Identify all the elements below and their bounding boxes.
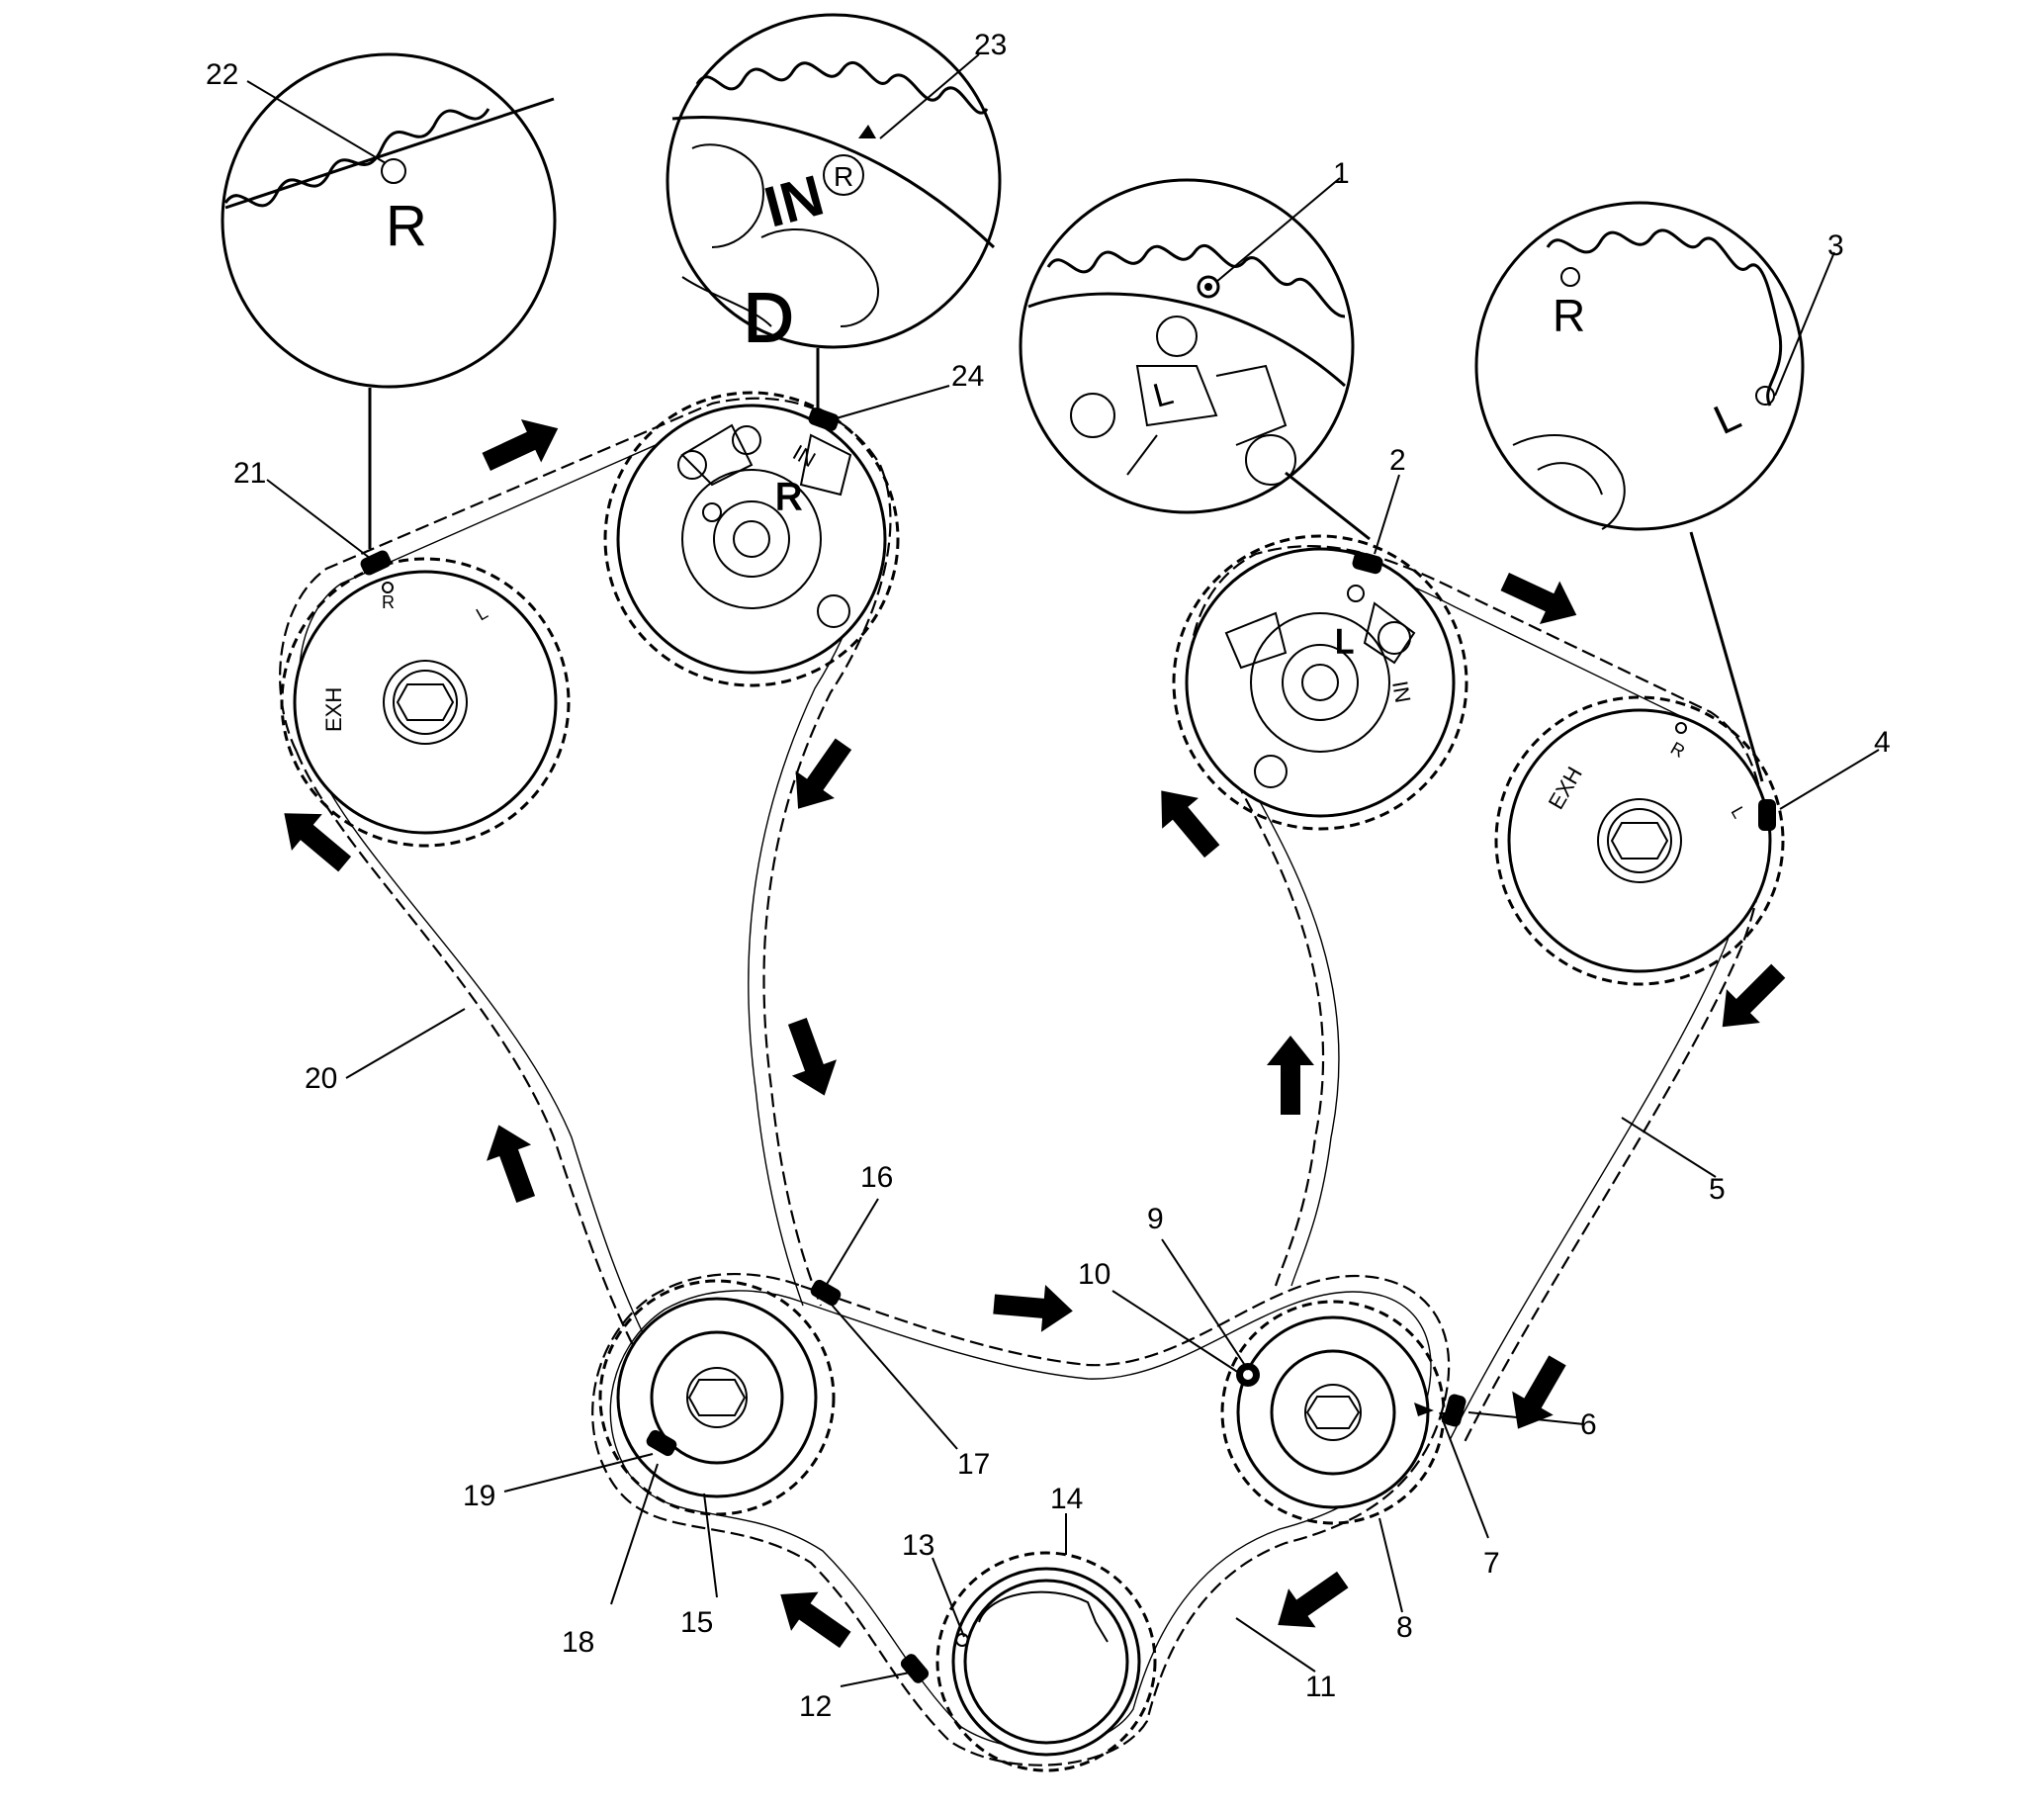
crankshaft-sprocket xyxy=(935,1551,1157,1772)
callout-4: 4 xyxy=(1874,726,1891,759)
left-exhaust-exh-label: EXH xyxy=(321,687,346,732)
callout-23: 23 xyxy=(974,29,1007,61)
arrow-icon xyxy=(487,1125,536,1204)
callout-16: 16 xyxy=(860,1161,893,1194)
callout-7: 7 xyxy=(1483,1547,1500,1580)
detail23-r-mark: R xyxy=(834,161,853,192)
arrow-icon xyxy=(284,813,352,872)
callout-20: 20 xyxy=(305,1062,337,1095)
arrow-icon xyxy=(1722,963,1786,1028)
colored-link-markers xyxy=(360,407,1776,1683)
left-intake-cam-actuator: R IN xyxy=(603,391,900,687)
callout-9: 9 xyxy=(1147,1203,1164,1235)
leader-lines xyxy=(246,53,1880,1687)
detail-23: R IN D xyxy=(666,13,1002,410)
right-exhaust-cam-sprocket: EXH R L xyxy=(1494,695,1785,986)
primary-chain xyxy=(591,1272,1451,1766)
arrow-icon xyxy=(993,1284,1073,1332)
arrow-icon xyxy=(787,1017,837,1096)
callout-2: 2 xyxy=(1389,444,1406,477)
callout-labels: 22 23 1 3 24 21 2 4 20 5 16 9 10 6 17 19… xyxy=(206,29,1891,1723)
chain-tensioner-marker xyxy=(1236,1363,1434,1416)
callout-8: 8 xyxy=(1396,1611,1413,1644)
callout-24: 24 xyxy=(951,360,984,393)
arrow-icon xyxy=(1500,573,1577,624)
callout-18: 18 xyxy=(562,1626,594,1659)
arrow-icon xyxy=(1512,1355,1566,1429)
callout-11: 11 xyxy=(1305,1671,1336,1703)
detail22-r-mark: R xyxy=(386,194,427,258)
callout-13: 13 xyxy=(902,1529,934,1562)
callout-5: 5 xyxy=(1709,1173,1726,1206)
arrow-icon xyxy=(780,1591,851,1649)
right-intake-in-label: IN xyxy=(1387,679,1415,705)
callout-19: 19 xyxy=(463,1480,495,1512)
callout-17: 17 xyxy=(957,1448,990,1481)
callout-12: 12 xyxy=(799,1690,832,1723)
arrow-icon xyxy=(795,738,852,809)
left-exhaust-cam-sprocket: EXH R L xyxy=(280,557,571,848)
arrow-icon xyxy=(1278,1571,1349,1628)
callout-22: 22 xyxy=(206,58,238,91)
callout-15: 15 xyxy=(680,1606,713,1639)
callout-21: 21 xyxy=(233,457,266,490)
detail3-r-mark: R xyxy=(1553,290,1585,341)
callout-6: 6 xyxy=(1580,1408,1597,1441)
left-intake-r-mark: R xyxy=(775,477,802,518)
detail-1: L xyxy=(1019,178,1371,541)
arrow-icon xyxy=(1161,790,1220,859)
callout-1: 1 xyxy=(1333,157,1350,190)
right-idler-sprocket xyxy=(1220,1300,1446,1525)
callout-10: 10 xyxy=(1078,1258,1111,1291)
arrow-icon xyxy=(482,419,559,471)
callout-3: 3 xyxy=(1827,229,1844,262)
arrow-icon xyxy=(1267,1036,1314,1115)
detail-22: R xyxy=(221,52,557,549)
direction-arrows xyxy=(284,419,1786,1649)
detail23-d-letter: D xyxy=(744,279,794,356)
detail-3: R L xyxy=(1474,201,1805,782)
right-intake-cam-actuator: L IN xyxy=(1172,534,1468,831)
right-intake-l-mark: L xyxy=(1335,623,1354,661)
left-exhaust-r-mark: R xyxy=(382,592,395,612)
callout-14: 14 xyxy=(1050,1483,1083,1515)
